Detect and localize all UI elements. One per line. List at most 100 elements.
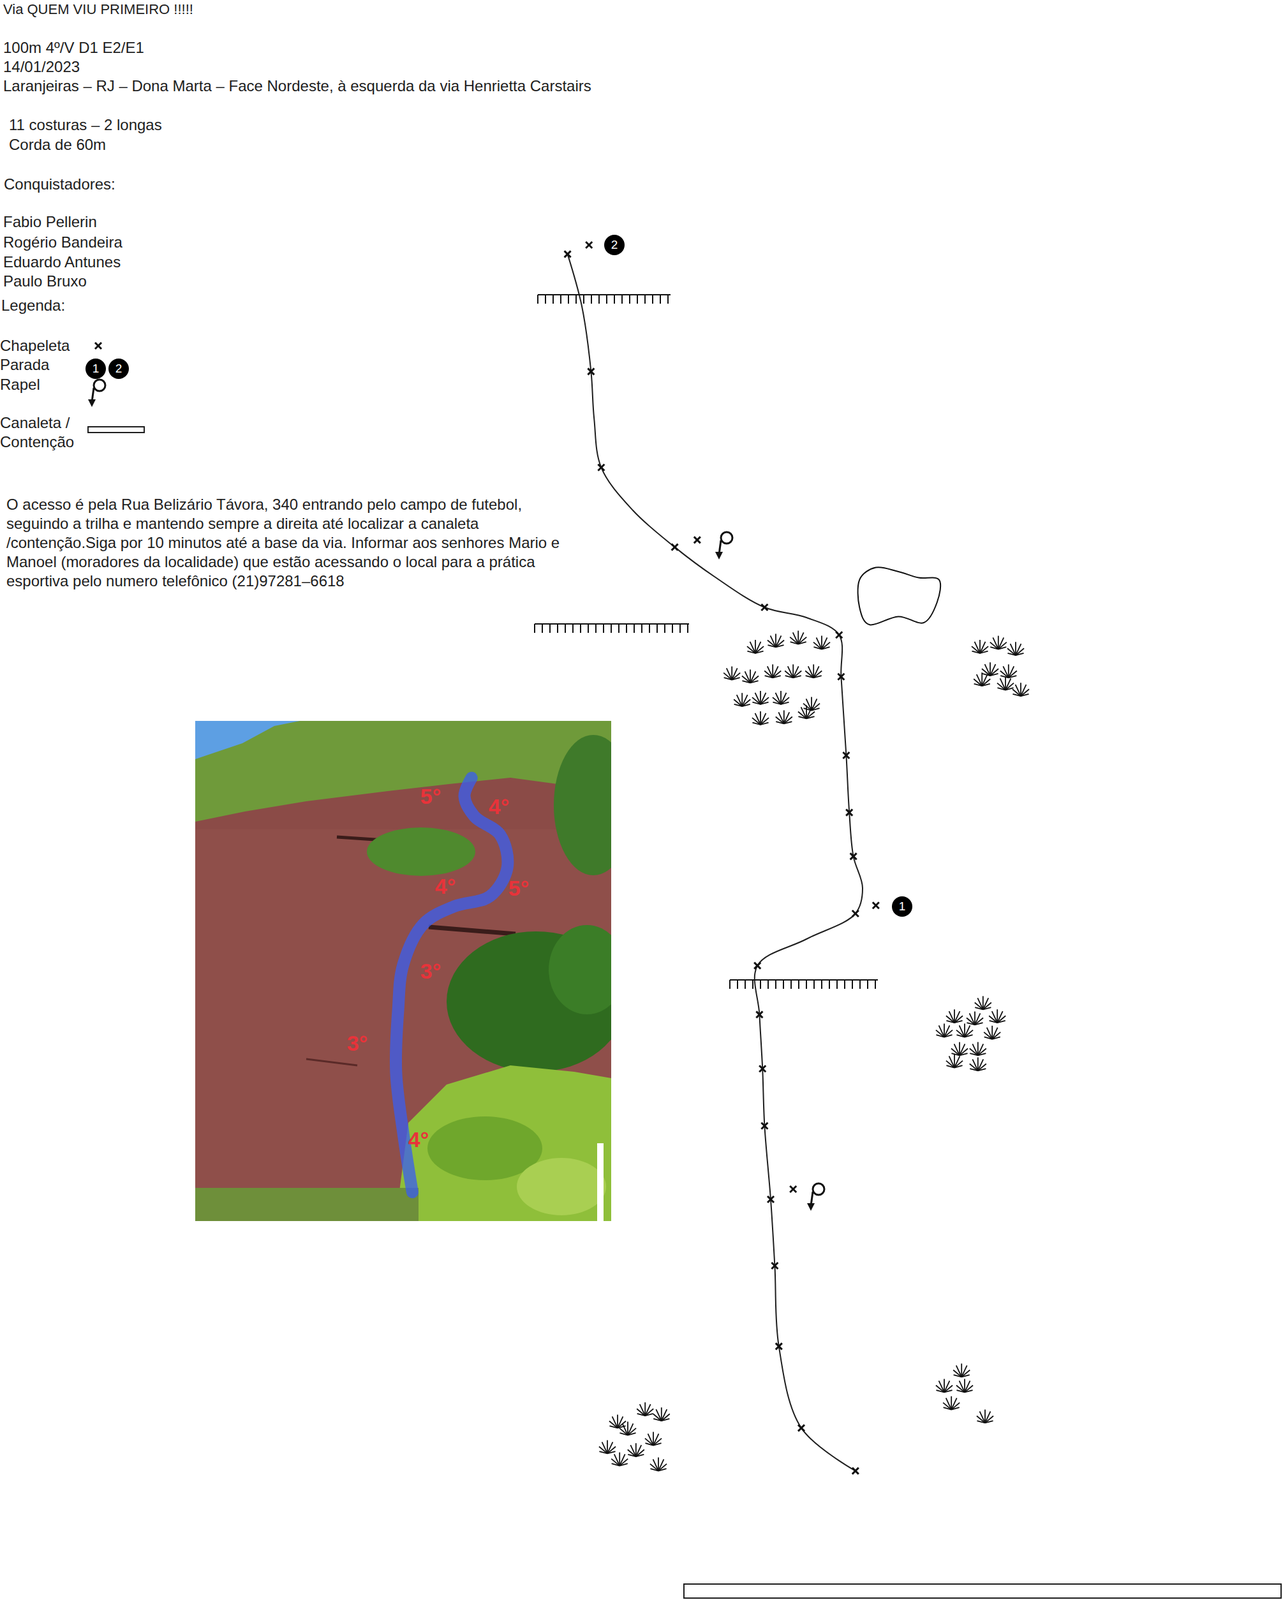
grass-blade <box>755 651 764 654</box>
ledge-tick <box>587 623 589 633</box>
bolt-stroke <box>95 342 102 349</box>
grass-tuft <box>953 1363 970 1377</box>
ledge-tick <box>775 979 777 989</box>
bolt-stroke <box>798 1424 805 1432</box>
ledge-tick <box>659 294 661 304</box>
ledge-tick <box>836 979 838 989</box>
ledge-tick <box>844 979 846 989</box>
rope-length: Corda de 60m <box>8 135 106 155</box>
grass-tuft <box>983 1025 1001 1040</box>
grass-blade <box>964 1034 973 1037</box>
grass-blade <box>959 1025 965 1037</box>
grass-tuft <box>935 1023 953 1038</box>
ledge-tick <box>752 979 754 989</box>
crack <box>306 1059 358 1066</box>
ledge-tick <box>759 979 762 989</box>
grass-blade <box>983 1007 992 1010</box>
grass-blade <box>736 694 742 707</box>
bolt-stroke <box>852 1468 859 1475</box>
ledge-tick <box>790 979 792 989</box>
grade-label: 3° <box>347 1031 369 1055</box>
grass-blade <box>760 722 769 725</box>
bolt-symbol <box>585 241 593 249</box>
bolt-symbol <box>767 1196 774 1203</box>
bolt-stroke <box>694 536 701 543</box>
grass-blade <box>750 641 756 654</box>
grass-blade <box>954 1060 963 1068</box>
grass-blade <box>951 1402 960 1410</box>
grass-blade <box>750 680 759 683</box>
grass-blade <box>981 678 991 686</box>
ledge-line <box>537 294 671 296</box>
grass-blade <box>821 646 831 649</box>
grass-tuft <box>956 1023 973 1038</box>
ledge-tick <box>648 623 651 633</box>
grass-tuft <box>971 639 989 654</box>
grass-blade <box>1020 689 1030 697</box>
grass-blade <box>811 703 820 711</box>
grass-blade <box>775 692 781 705</box>
grass-blade <box>1008 675 1017 678</box>
grass-blade <box>655 1409 661 1421</box>
bolt-symbol <box>837 673 845 681</box>
bolt-stroke <box>835 631 843 638</box>
bolt-stroke <box>754 962 761 970</box>
grass-blade <box>619 1459 628 1467</box>
grass-blade <box>1020 694 1030 697</box>
grass-blade <box>775 639 785 647</box>
grass-blade <box>946 1397 952 1410</box>
grass-blade <box>775 645 785 647</box>
legend-entry: Parada <box>0 355 50 375</box>
grass-tuft <box>752 690 769 705</box>
ledge-tick <box>687 623 689 633</box>
grass-tuft <box>1007 641 1024 656</box>
grass-blade <box>808 666 814 678</box>
grass-blade <box>780 697 790 705</box>
pole <box>597 1143 604 1222</box>
bolt-stroke <box>761 1122 768 1130</box>
grass-tuft <box>805 664 822 678</box>
bolt-stroke <box>845 809 853 816</box>
ledge-tick <box>618 623 620 633</box>
ledge-tick <box>552 294 554 304</box>
bolt-stroke <box>95 342 102 349</box>
bolt-stroke <box>754 962 761 970</box>
ledge-symbol <box>534 623 690 633</box>
grass-blade <box>770 635 776 647</box>
grass-blade <box>784 721 793 724</box>
grass-blade <box>974 1022 984 1025</box>
bolt-stroke <box>872 902 880 909</box>
bolt-stroke <box>759 1065 766 1072</box>
ledge-tick <box>641 623 643 633</box>
grass-blade <box>661 1413 670 1421</box>
grass-tuft <box>966 1011 984 1025</box>
grade-label: 4° <box>435 874 457 898</box>
ledge-tick <box>560 294 562 304</box>
ledge-tick <box>572 623 574 633</box>
grass-blade <box>997 1020 1006 1023</box>
grade-info: 100m 4º/V D1 E2/E1 <box>3 38 145 58</box>
bolt-symbol <box>759 1065 766 1072</box>
grass-blade <box>959 1048 968 1056</box>
wall-photo <box>195 720 612 1222</box>
grass-blade <box>630 1445 636 1457</box>
station-number: 2 <box>115 362 123 376</box>
grass-blade <box>954 1043 960 1056</box>
grass-tuft <box>997 676 1014 691</box>
ledge-tick <box>667 294 669 304</box>
ledge-tick <box>613 294 616 304</box>
bolt-symbol <box>564 250 572 258</box>
grass-blade <box>944 1030 953 1038</box>
ledge-tick <box>567 294 570 304</box>
ledge-tick <box>533 623 536 633</box>
grass-blade <box>658 1464 667 1472</box>
bolt-stroke <box>564 250 572 258</box>
grass-blade <box>964 1390 973 1393</box>
grass-blade <box>798 641 807 644</box>
bolt-stroke <box>671 544 679 551</box>
ledge-tick <box>537 294 539 304</box>
grass-blade <box>1010 643 1016 656</box>
station-disc <box>604 234 625 256</box>
ledge-tick <box>564 623 566 633</box>
bolt-symbol <box>597 464 605 471</box>
